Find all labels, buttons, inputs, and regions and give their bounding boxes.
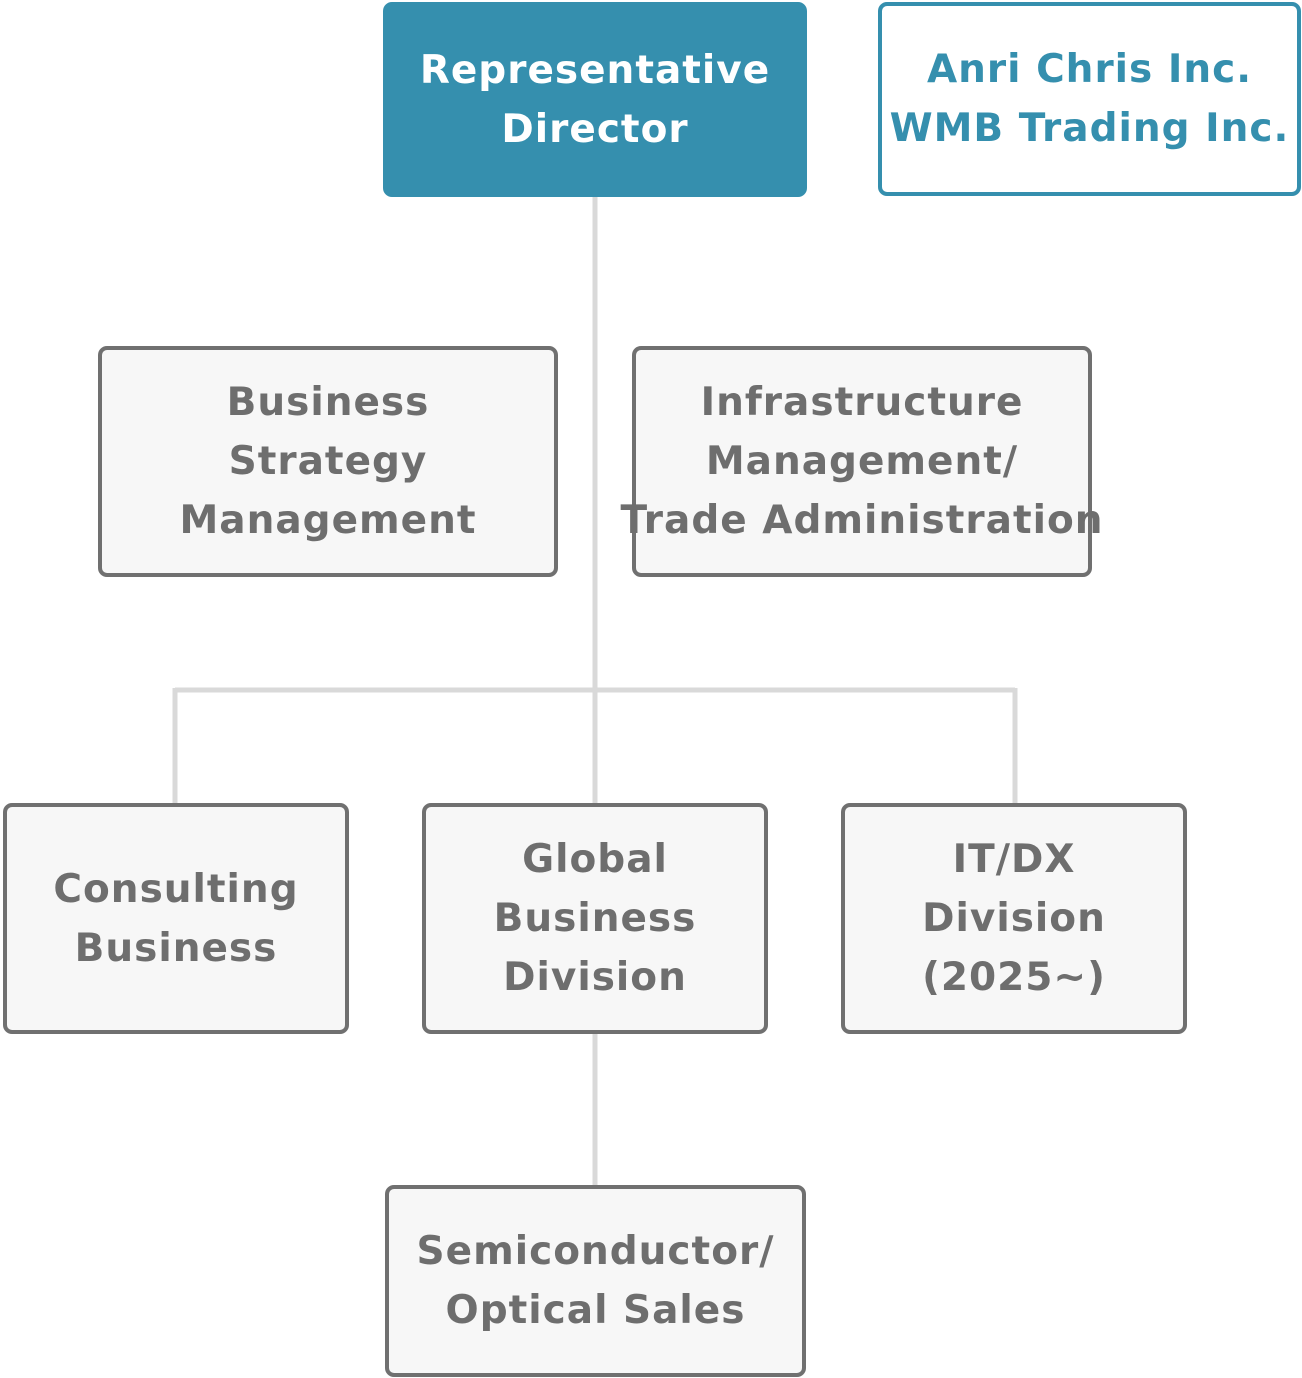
node-label-line: Strategy bbox=[228, 439, 428, 484]
node-label-line: Semiconductor/ bbox=[416, 1229, 775, 1274]
node-label-line: Business bbox=[226, 380, 430, 425]
node-it-dx-division: IT/DX Division (2025~) bbox=[841, 803, 1187, 1034]
node-label-line: Anri Chris Inc. bbox=[926, 47, 1253, 92]
node-label-line: Management/ bbox=[705, 439, 1019, 484]
node-label-line: WMB Trading Inc. bbox=[889, 106, 1290, 151]
node-label-line: Director bbox=[501, 106, 689, 152]
node-label-line: Representative bbox=[419, 47, 771, 93]
node-label-line: Optical Sales bbox=[445, 1288, 746, 1333]
node-label-line: Consulting bbox=[53, 866, 299, 912]
node-semiconductor-optical-sales: Semiconductor/Optical Sales bbox=[385, 1185, 806, 1377]
node-label-line: Management bbox=[179, 498, 477, 543]
node-affiliates: Anri Chris Inc. WMB Trading Inc. bbox=[878, 2, 1301, 196]
node-label-line: Infrastructure bbox=[700, 380, 1024, 425]
node-label-line: Division bbox=[922, 896, 1106, 941]
node-label-line: Global bbox=[522, 837, 668, 882]
node-label-line: (2025~) bbox=[922, 955, 1106, 1000]
node-label-line: Trade Administration bbox=[620, 498, 1104, 543]
node-label-line: Business bbox=[493, 896, 697, 941]
node-label-line: IT/DX bbox=[952, 837, 1076, 882]
node-label-line: Business bbox=[74, 925, 278, 971]
node-label-line: Division bbox=[503, 955, 687, 1000]
